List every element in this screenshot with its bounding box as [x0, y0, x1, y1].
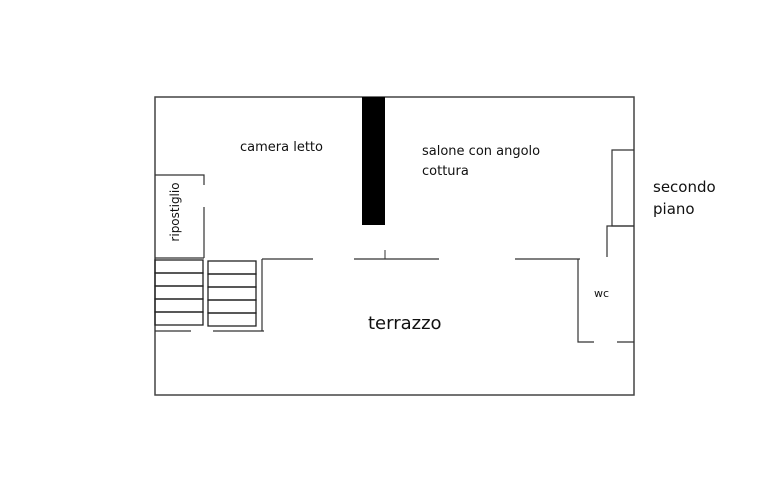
room-label-camera-letto: camera letto	[240, 140, 323, 155]
wc-wall	[577, 259, 594, 343]
stair-shaft-wall	[611, 149, 634, 227]
room-label-wc: wc	[594, 287, 610, 300]
room-label-terrazzo: terrazzo	[368, 313, 442, 334]
staircase-left	[154, 259, 204, 326]
floor-level-label: secondo piano	[653, 176, 716, 220]
ripostiglio-wall	[155, 174, 205, 185]
room-label-salone-line1: salone con angolo	[422, 144, 541, 159]
staircase-right	[207, 260, 257, 327]
floor-level-line2: piano	[653, 200, 695, 218]
floor-level-line1: secondo	[653, 178, 716, 196]
room-label-ripostiglio: ripostiglio	[168, 182, 182, 242]
outer-wall	[154, 96, 635, 396]
room-label-salone: salone con angolo cottura	[422, 142, 540, 182]
room-label-salone-line2: cottura	[422, 164, 469, 179]
central-wall-pillar	[362, 97, 385, 225]
